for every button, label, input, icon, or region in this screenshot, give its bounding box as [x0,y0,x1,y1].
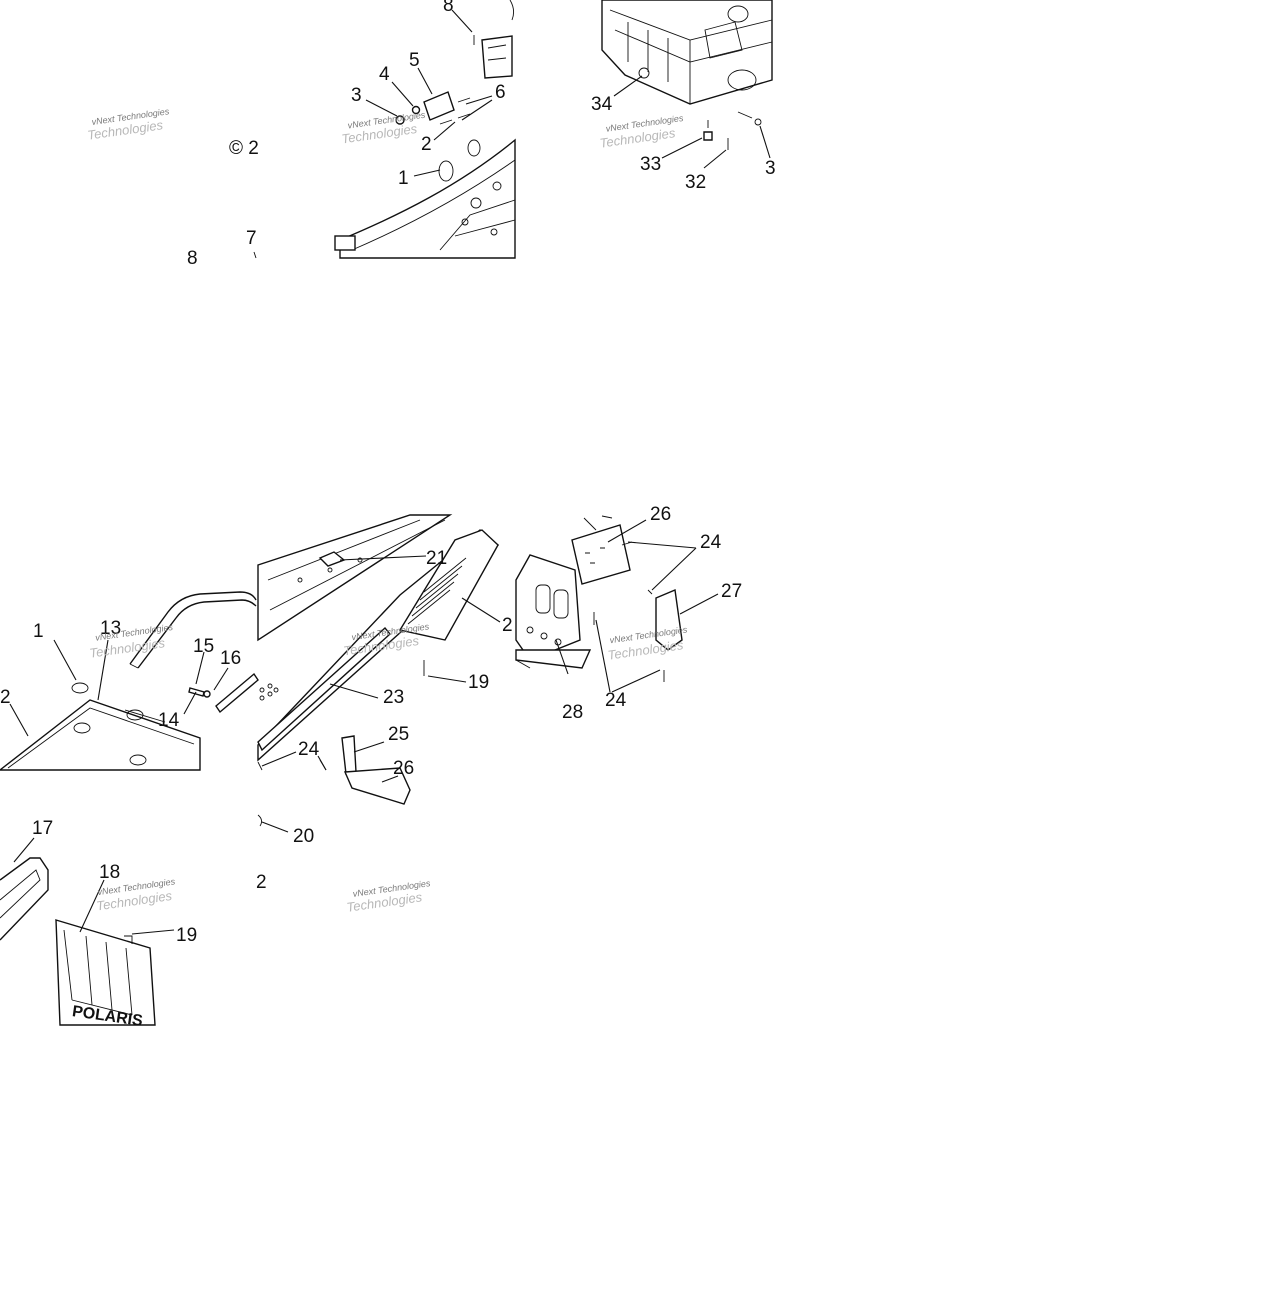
pivot-bracket [423,91,455,121]
bolts [439,97,471,125]
watermark-1: Technologies vNext Technologies [86,106,170,143]
callout-24: 24 [700,532,722,553]
top-right-tile: 34 33 32 3 Technologies vNext Technologi… [591,0,776,193]
rear-frame-section [601,0,773,105]
rocker-strip [257,626,391,752]
grommet [257,814,263,827]
plug-grommet-rear [467,139,481,157]
callout-24-left: 24 [298,739,320,760]
copyright-fragment: © 2 [229,138,259,159]
side-panel [655,589,683,651]
top-left-tile: 8 5 4 6 3 2 1 7 8 © 2 Technologies vNext… [86,0,516,269]
kick-panel [343,767,411,805]
bolt-pin-set [188,687,211,698]
front-frame-rail [334,138,516,259]
callout-33: 33 [640,154,661,175]
callout-19: 19 [468,672,489,693]
rubber-bumper [703,131,713,141]
pedal-arm [341,735,357,775]
bottom-right-tile: 26 24 21 27 2 19 23 28 24 25 24 26 20 2 … [256,504,742,915]
callout-26: 26 [393,758,414,779]
callout-27: 27 [721,581,742,602]
callout-20: 20 [293,826,314,847]
callout-21: 21 [426,548,447,569]
callout-1: 1 [33,621,44,642]
callout-2-left: 2 [256,872,267,893]
plug-grommet [438,160,454,182]
leader-lines [261,519,719,833]
rear-tailgate-panel: POLARIS [55,919,156,1030]
callout-26-top: 26 [650,504,671,525]
frame-mount-tab [334,235,356,251]
callout-28: 28 [562,702,583,723]
callout-15: 15 [193,636,214,657]
roll-bar [129,591,257,669]
callout-2: 2 [421,134,432,155]
callout-17: 17 [32,818,53,839]
washer [395,115,405,125]
callout-13: 13 [100,618,121,639]
rivet-cluster [259,683,279,701]
callout-19: 19 [176,925,197,946]
grommet [71,682,89,694]
watermark-8: Technologies vNext Technologies [346,878,432,915]
callout-23: 23 [383,687,404,708]
nut [411,105,421,115]
cross-tube [215,672,259,714]
leader-lines [365,9,493,177]
callout-32: 32 [685,172,706,193]
callout-8: 8 [443,0,454,16]
callout-16: 16 [220,648,241,669]
callout-3: 3 [351,85,362,106]
callout-2: 2 [0,687,11,708]
callout-14: 14 [158,710,180,731]
leader-lines [613,75,771,169]
footwell-panel [398,529,499,641]
callout-1: 1 [398,168,409,189]
tailgate-screw [124,935,133,944]
side-frame-rail [257,514,453,642]
upper-bracket [481,35,513,79]
callout-24-lower: 24 [605,690,627,711]
heat-shield [571,524,631,585]
cargo-box-frame [0,857,49,941]
support-plate [515,649,592,669]
watermark-3: Technologies vNext Technologies [599,113,685,151]
leader-lines [9,639,229,935]
cargo-box-tray [0,699,201,771]
center-bulkhead [515,554,581,661]
callout-6: 6 [495,82,506,103]
callout-7: 7 [246,228,257,249]
watermark-7: Technologies vNext Technologies [607,624,689,662]
callout-25: 25 [388,724,409,745]
callout-34: 34 [591,94,613,115]
callout-5: 5 [409,50,420,71]
watermark-2: Technologies vNext Technologies [341,110,427,147]
callout-2: 2 [502,615,513,636]
bottom-left-tile: POLARIS 1 13 15 16 14 2 17 18 19 Technol… [0,591,259,1030]
callout-8-lower: 8 [187,248,198,269]
callout-3-cut: 3 [765,158,776,179]
callout-18: 18 [99,862,120,883]
callout-4: 4 [379,64,390,85]
watermark-6: Technologies vNext Technologies [342,621,430,658]
